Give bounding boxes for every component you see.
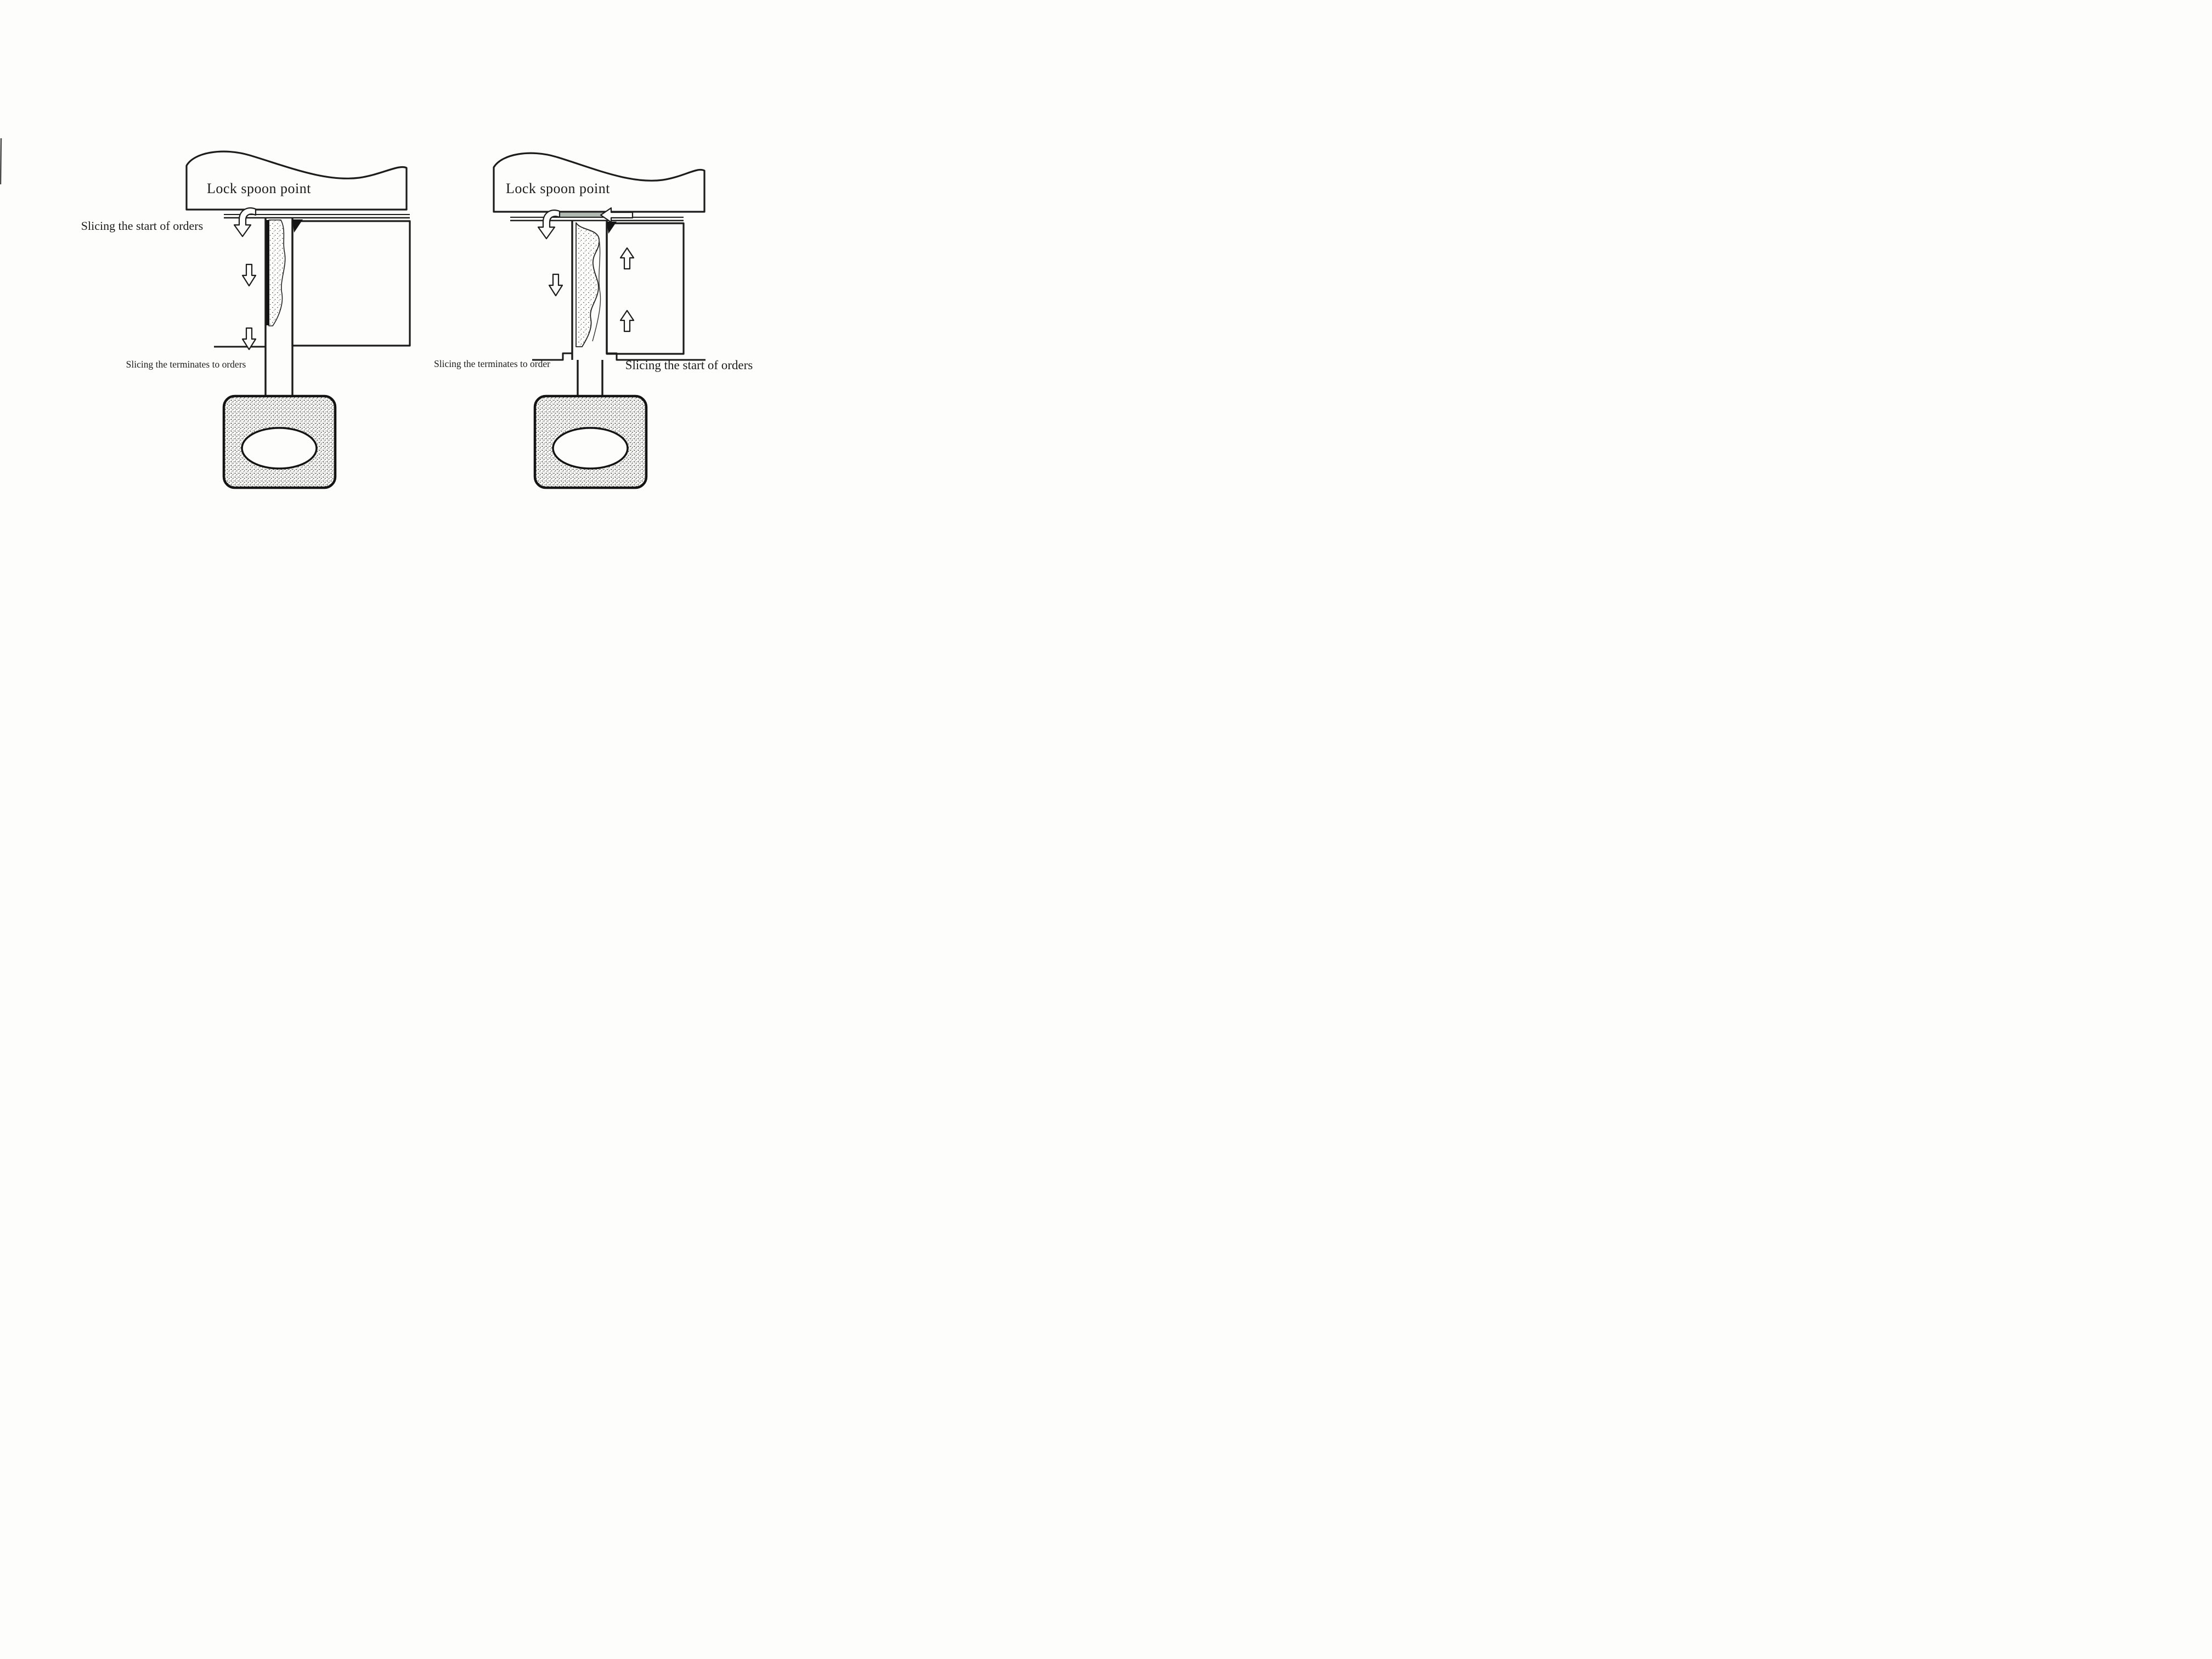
- slicing-terminate-label: Slicing the terminates to order: [434, 358, 550, 369]
- surface-lines: [510, 217, 684, 222]
- key-stem: [577, 360, 603, 397]
- down-arrow-icon: [241, 327, 257, 351]
- slicing-start-label: Slicing the start of orders: [81, 219, 203, 233]
- scanned-diagram-page: Lock spoon point Slicing the start of or…: [0, 0, 830, 622]
- lock-spoon-point-label: Lock spoon point: [207, 180, 311, 196]
- key-blade: [268, 219, 286, 326]
- right-diagram: Lock spoon point Slicing the terminates …: [434, 152, 753, 489]
- bottom-guide-line-right: [607, 352, 706, 361]
- handle-hole: [552, 427, 629, 470]
- left-arrow-icon: [600, 207, 634, 223]
- bottom-guide-line-left: [532, 352, 572, 361]
- up-arrow-icon: [619, 309, 635, 332]
- blade-dark-edge: [266, 220, 269, 325]
- slicing-start-label: Slicing the start of orders: [625, 358, 753, 372]
- down-arrow-icon: [548, 273, 563, 297]
- cavity-rect: [291, 220, 411, 347]
- hook-arrow-icon: [537, 210, 561, 240]
- blade-edge-line: [592, 239, 601, 342]
- blade-top-wedge: [607, 222, 617, 234]
- handle-hole: [241, 427, 318, 470]
- down-arrow-icon: [241, 263, 257, 287]
- lock-spoon-point-label: Lock spoon point: [506, 180, 610, 196]
- hook-arrow-icon: [233, 207, 257, 238]
- left-diagram: Lock spoon point Slicing the start of or…: [81, 150, 411, 489]
- key-shaft: [264, 218, 294, 397]
- key-blade: [575, 222, 600, 347]
- lock-plate: [185, 150, 408, 211]
- slicing-terminate-label: Slicing the terminates to orders: [126, 359, 246, 370]
- lock-mechanism-diagram: Lock spoon point Slicing the start of or…: [0, 138, 753, 489]
- up-arrow-icon: [619, 247, 635, 270]
- key-shaft: [571, 221, 608, 360]
- surface-lines: [224, 214, 410, 219]
- cavity-rect: [606, 222, 685, 355]
- lock-plate: [493, 152, 706, 213]
- blade-top-wedge: [292, 219, 303, 233]
